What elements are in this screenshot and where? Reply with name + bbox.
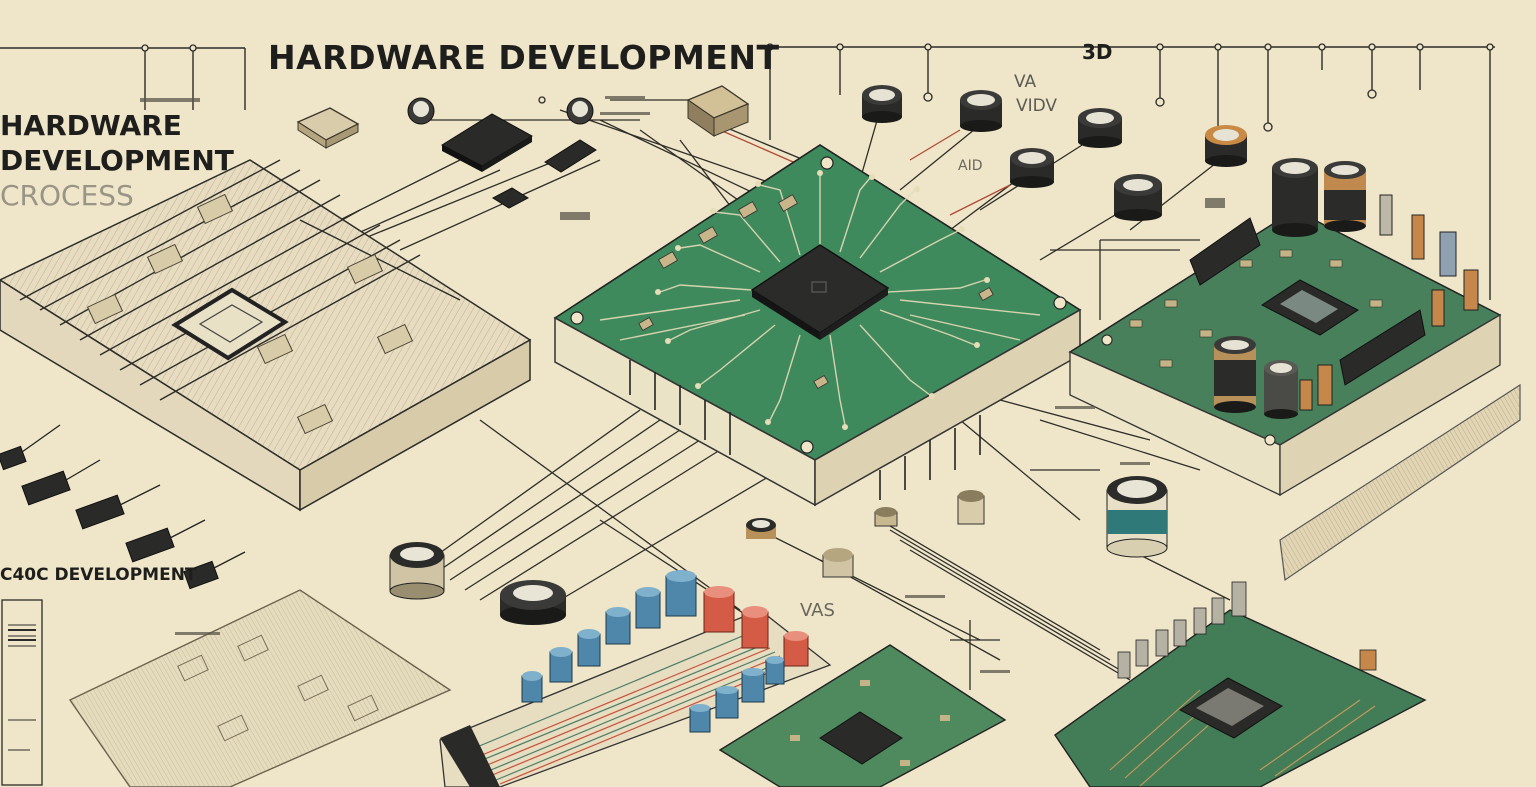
label-aid: AID <box>958 158 983 174</box>
copper-traces <box>719 129 1011 216</box>
label-vas: VAS <box>800 600 835 621</box>
side-title-line-3: CROCESS <box>0 179 134 212</box>
side-title-line-2: DEVELOPMENT <box>0 144 234 177</box>
barcode-panel <box>1 599 43 786</box>
label-va: VA <box>1014 72 1037 92</box>
transistors-left <box>0 424 246 590</box>
green-board-bottom-middle <box>718 644 1007 787</box>
side-title-block: HARDWARE DEVELOPMENT CROCESS <box>0 108 234 213</box>
right-pcb-board <box>1068 158 1502 497</box>
capacitors-top <box>862 85 1247 221</box>
top-rail-nodes <box>141 43 1494 132</box>
resistor-block <box>686 85 750 137</box>
teal-capacitor <box>1106 476 1168 558</box>
capacitors-bottom-left <box>389 490 985 625</box>
main-title: HARDWARE DEVELOPMENT <box>268 38 780 77</box>
ic-chip-top <box>440 113 534 172</box>
top-components <box>296 85 750 209</box>
side-title-line-1: HARDWARE <box>0 109 182 142</box>
section-title-c40c: C40C DEVELOPMENT <box>0 565 197 585</box>
scribbled-notations <box>140 96 1225 673</box>
label-vidv: VIDV <box>1016 96 1058 116</box>
schematic-board-bottom-left <box>68 589 452 787</box>
schematic-slab-left <box>0 159 532 512</box>
right-pcb-chip <box>1261 279 1359 336</box>
capacitor-array <box>521 570 809 733</box>
main-pcb-board <box>553 144 1082 507</box>
label-3d: 3D <box>1082 40 1113 64</box>
green-board-bottom-right <box>1054 581 1427 787</box>
hatched-slab-right <box>1279 383 1521 582</box>
main-cpu-chip <box>750 244 890 340</box>
